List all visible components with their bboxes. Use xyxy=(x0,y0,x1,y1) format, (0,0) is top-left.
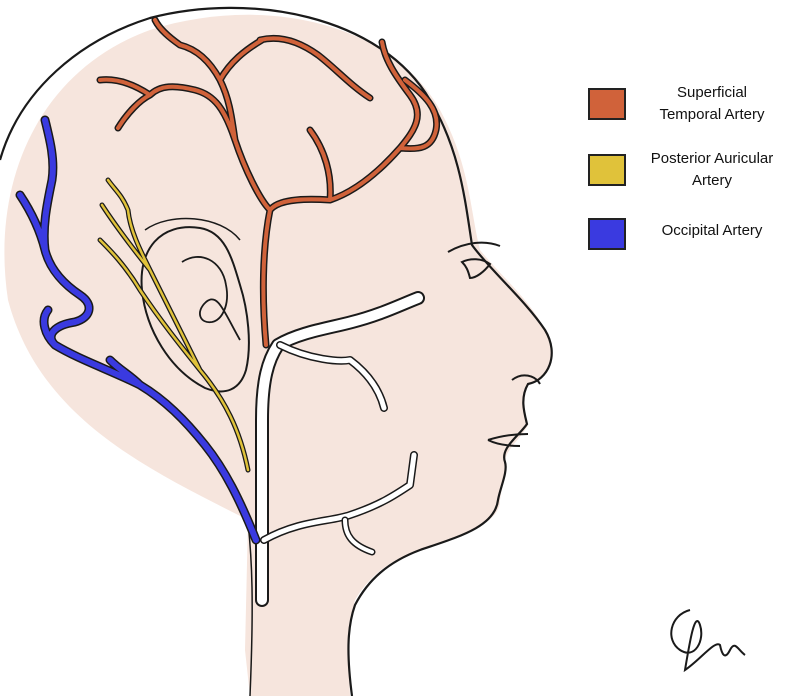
legend-line: Occipital Artery xyxy=(632,220,792,242)
legend-line: Temporal Artery xyxy=(632,104,792,126)
legend-item-superficial-temporal: Superficial Temporal Artery xyxy=(588,86,788,130)
legend-line: Posterior Auricular xyxy=(632,148,792,170)
legend-item-posterior-auricular: Posterior Auricular Artery xyxy=(588,152,788,196)
occipital-swatch xyxy=(588,218,626,250)
legend-item-occipital: Occipital Artery xyxy=(588,216,788,256)
posterior-auricular-label: Posterior Auricular Artery xyxy=(632,148,792,192)
superficial-temporal-swatch xyxy=(588,88,626,120)
posterior-auricular-swatch xyxy=(588,154,626,186)
legend-line: Artery xyxy=(632,170,792,192)
occipital-label: Occipital Artery xyxy=(632,220,792,242)
superficial-temporal-label: Superficial Temporal Artery xyxy=(632,82,792,126)
legend-line: Superficial xyxy=(632,82,792,104)
signature xyxy=(671,610,745,670)
